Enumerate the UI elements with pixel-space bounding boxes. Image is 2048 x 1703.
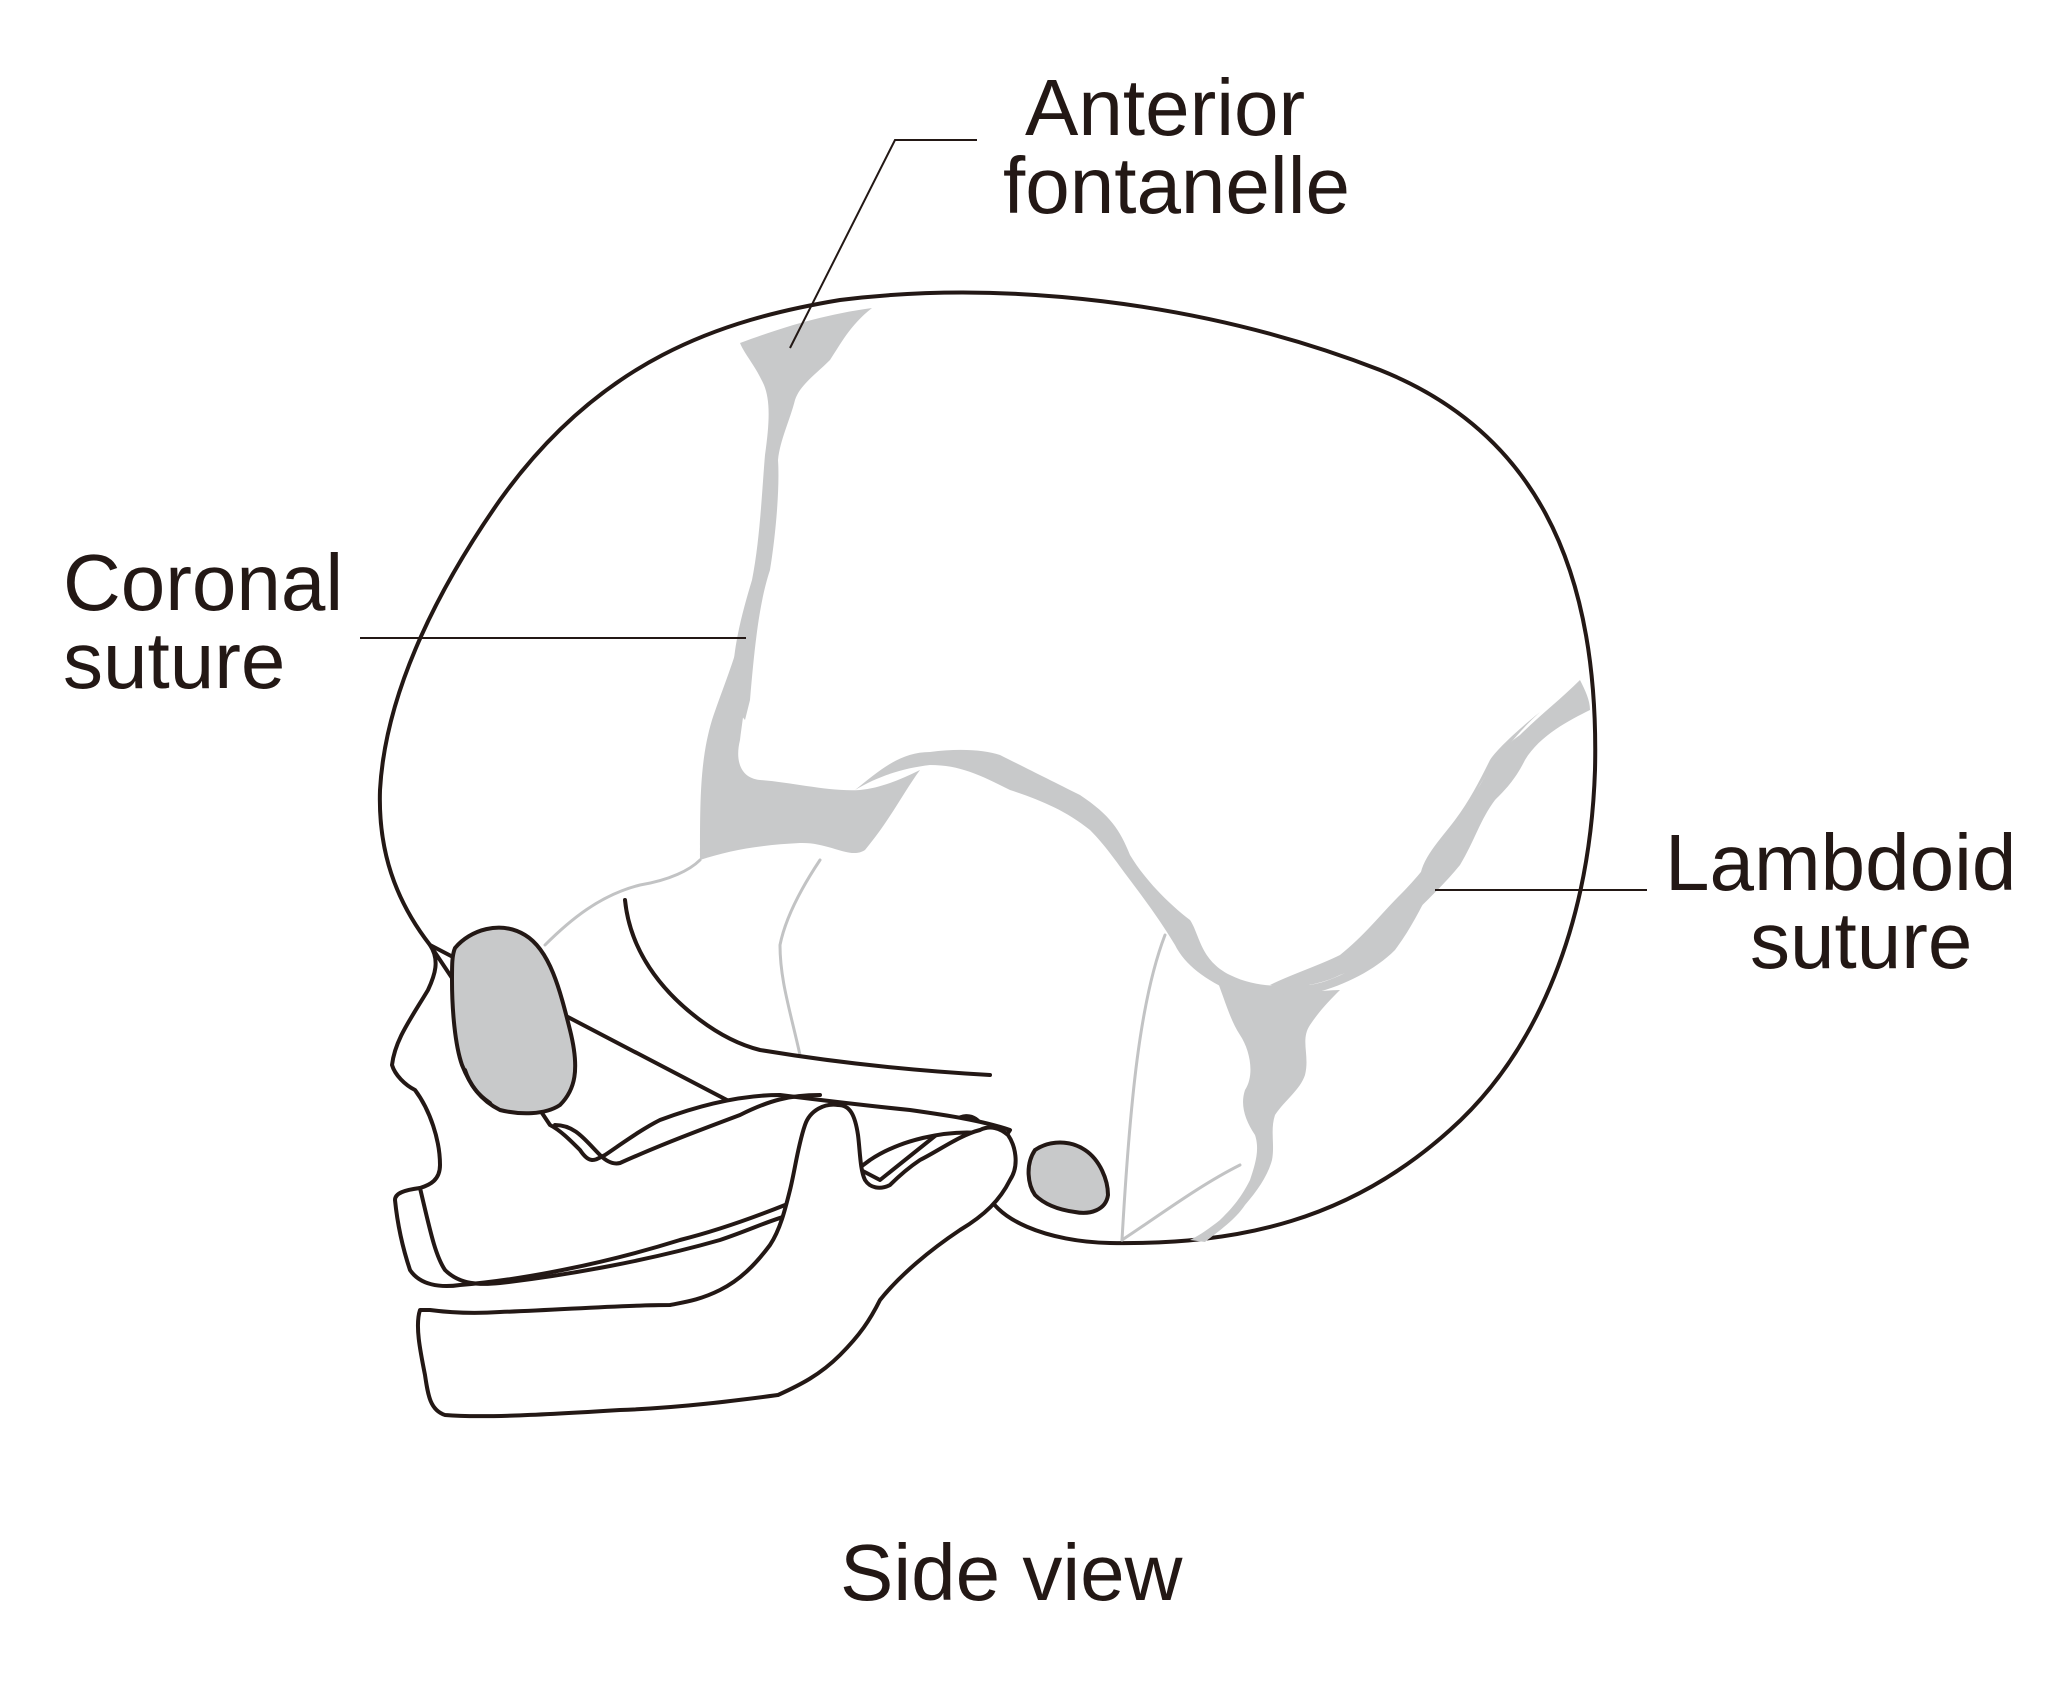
faint-line-occipital-lower <box>1120 1163 1242 1242</box>
ear-opening <box>1026 1140 1111 1215</box>
maxilla-lower-edge <box>418 1186 792 1286</box>
mandible-outline <box>415 1102 1018 1419</box>
orbit-fill <box>449 925 578 1116</box>
lambdoid-lower-branch <box>1190 975 1340 1242</box>
lambdoid-suture-shape <box>1270 680 1590 987</box>
lambdoid-suture-label-line2: suture <box>1750 896 1972 985</box>
anterior-fontanelle-label-line2: fontanelle <box>1003 141 1350 230</box>
coronal-suture-label: Coronal suture <box>63 538 365 705</box>
lambdoid-suture-label-line1: Lambdoid <box>1665 818 2016 907</box>
coronal-suture-shape <box>700 620 920 860</box>
anterior-fontanelle-label-line1: Anterior <box>1025 63 1305 152</box>
coronal-suture-label-line1: Coronal <box>63 538 343 627</box>
squamosal-suture-shape <box>855 712 1540 999</box>
orbit-lower-rim <box>463 1068 492 1105</box>
coronal-suture-label-line2: suture <box>63 616 285 705</box>
lambdoid-suture-label: Lambdoid suture <box>1665 818 2039 985</box>
faint-line-frontal <box>543 858 702 947</box>
cheek-line <box>553 1093 822 1166</box>
caption: Side view <box>840 1528 1183 1617</box>
faint-line-sphenoid <box>778 858 822 1057</box>
anterior-fontanelle-leader <box>789 139 977 349</box>
faint-line-occipital <box>1120 933 1167 1242</box>
anterior-fontanelle-label: Anterior fontanelle <box>1003 63 1350 230</box>
face-outline <box>390 943 1012 1289</box>
zygomatic-arch <box>623 898 992 1077</box>
